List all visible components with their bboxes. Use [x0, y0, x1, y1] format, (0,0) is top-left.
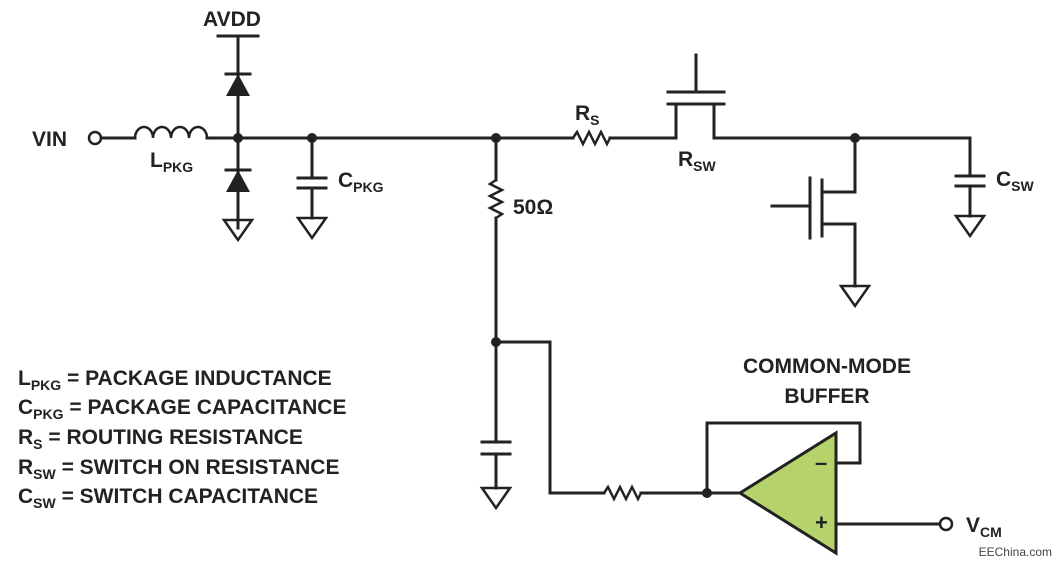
rs-label: RS — [575, 102, 600, 128]
ground-icon — [295, 216, 329, 241]
ground-icon — [953, 214, 987, 239]
opamp-plus-sign: + — [815, 510, 828, 535]
resistor-50ohm — [487, 178, 505, 220]
vin-terminal — [87, 130, 103, 146]
rsw-label: RSW — [678, 148, 717, 174]
vcm-terminal — [938, 516, 954, 532]
resistor-buffer-output — [602, 484, 643, 502]
inductor-lpkg — [133, 125, 209, 139]
vcm-label: VCM — [966, 514, 1002, 540]
wire-buffer-feed — [494, 340, 606, 495]
wire-feedback — [705, 421, 862, 495]
vin-label: VIN — [32, 128, 67, 151]
ground-icon — [479, 486, 513, 511]
resistor-value-label: 50Ω — [513, 196, 553, 219]
shunt-switch — [770, 136, 857, 288]
diode-upper — [224, 72, 252, 96]
switch-rsw — [666, 53, 726, 140]
watermark: EEChina.com — [979, 545, 1052, 559]
legend-item: RSW = SWITCH ON RESISTANCE — [18, 456, 339, 482]
legend-item: CSW = SWITCH CAPACITANCE — [18, 485, 318, 511]
buffer-title-line2: BUFFER — [784, 385, 869, 408]
legend-item: LPKG = PACKAGE INDUCTANCE — [18, 367, 332, 393]
legend: LPKG = PACKAGE INDUCTANCE CPKG = PACKAGE… — [18, 367, 346, 511]
csw-label: CSW — [996, 168, 1035, 194]
ground-icon — [838, 284, 872, 309]
lpkg-label: LPKG — [150, 149, 193, 175]
legend-item: CPKG = PACKAGE CAPACITANCE — [18, 396, 346, 422]
opamp-buffer-triangle — [737, 430, 838, 556]
opamp-minus-sign: – — [815, 450, 827, 475]
diode-lower — [224, 168, 252, 192]
ground-icon — [221, 218, 255, 243]
legend-item: RS = ROUTING RESISTANCE — [18, 426, 303, 452]
avdd-label: AVDD — [203, 8, 261, 31]
cpkg-label: CPKG — [338, 169, 384, 195]
buffer-title-line1: COMMON-MODE — [743, 355, 911, 378]
resistor-rs — [571, 129, 612, 147]
